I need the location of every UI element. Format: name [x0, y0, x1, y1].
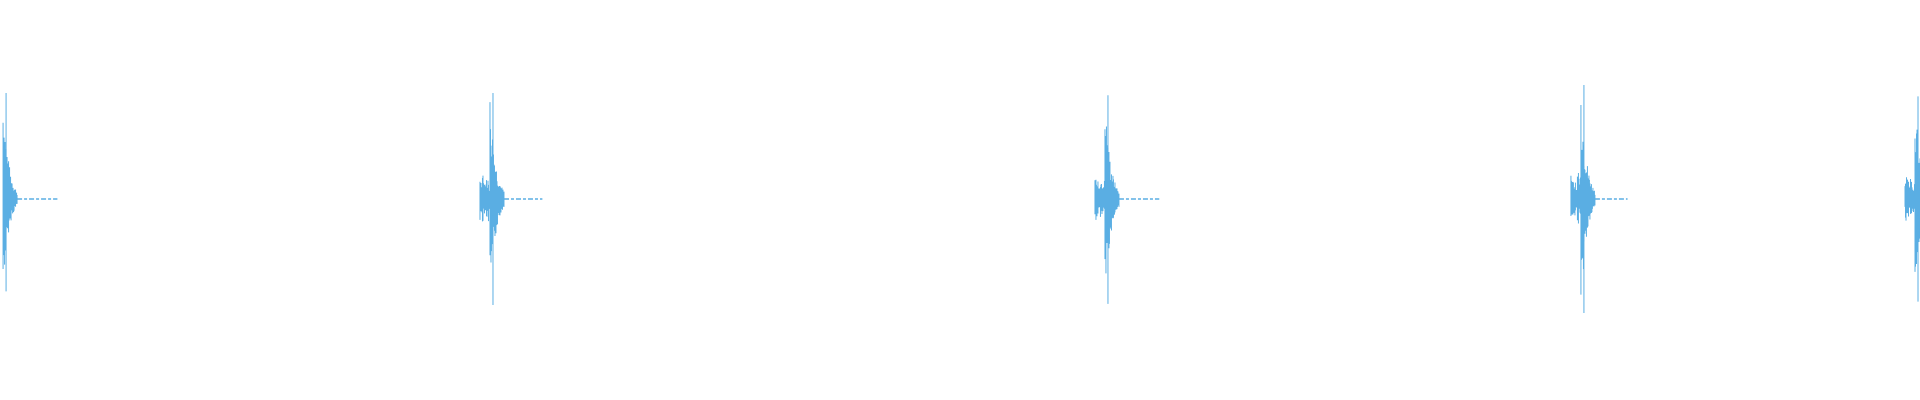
waveform-burst	[2, 92, 58, 292]
waveform-burst-core	[1104, 182, 1117, 216]
waveform-burst-core	[489, 182, 502, 216]
waveform-burst-body	[479, 102, 505, 263]
waveform-burst	[1904, 96, 1920, 302]
waveform-burst	[479, 92, 543, 306]
waveform-burst-core	[1580, 182, 1593, 216]
waveform-burst-core	[3, 182, 16, 216]
waveform-burst-core	[1915, 182, 1920, 216]
waveform-bursts	[2, 85, 1920, 313]
waveform-burst	[1094, 95, 1160, 304]
waveform-burst	[1570, 85, 1628, 313]
